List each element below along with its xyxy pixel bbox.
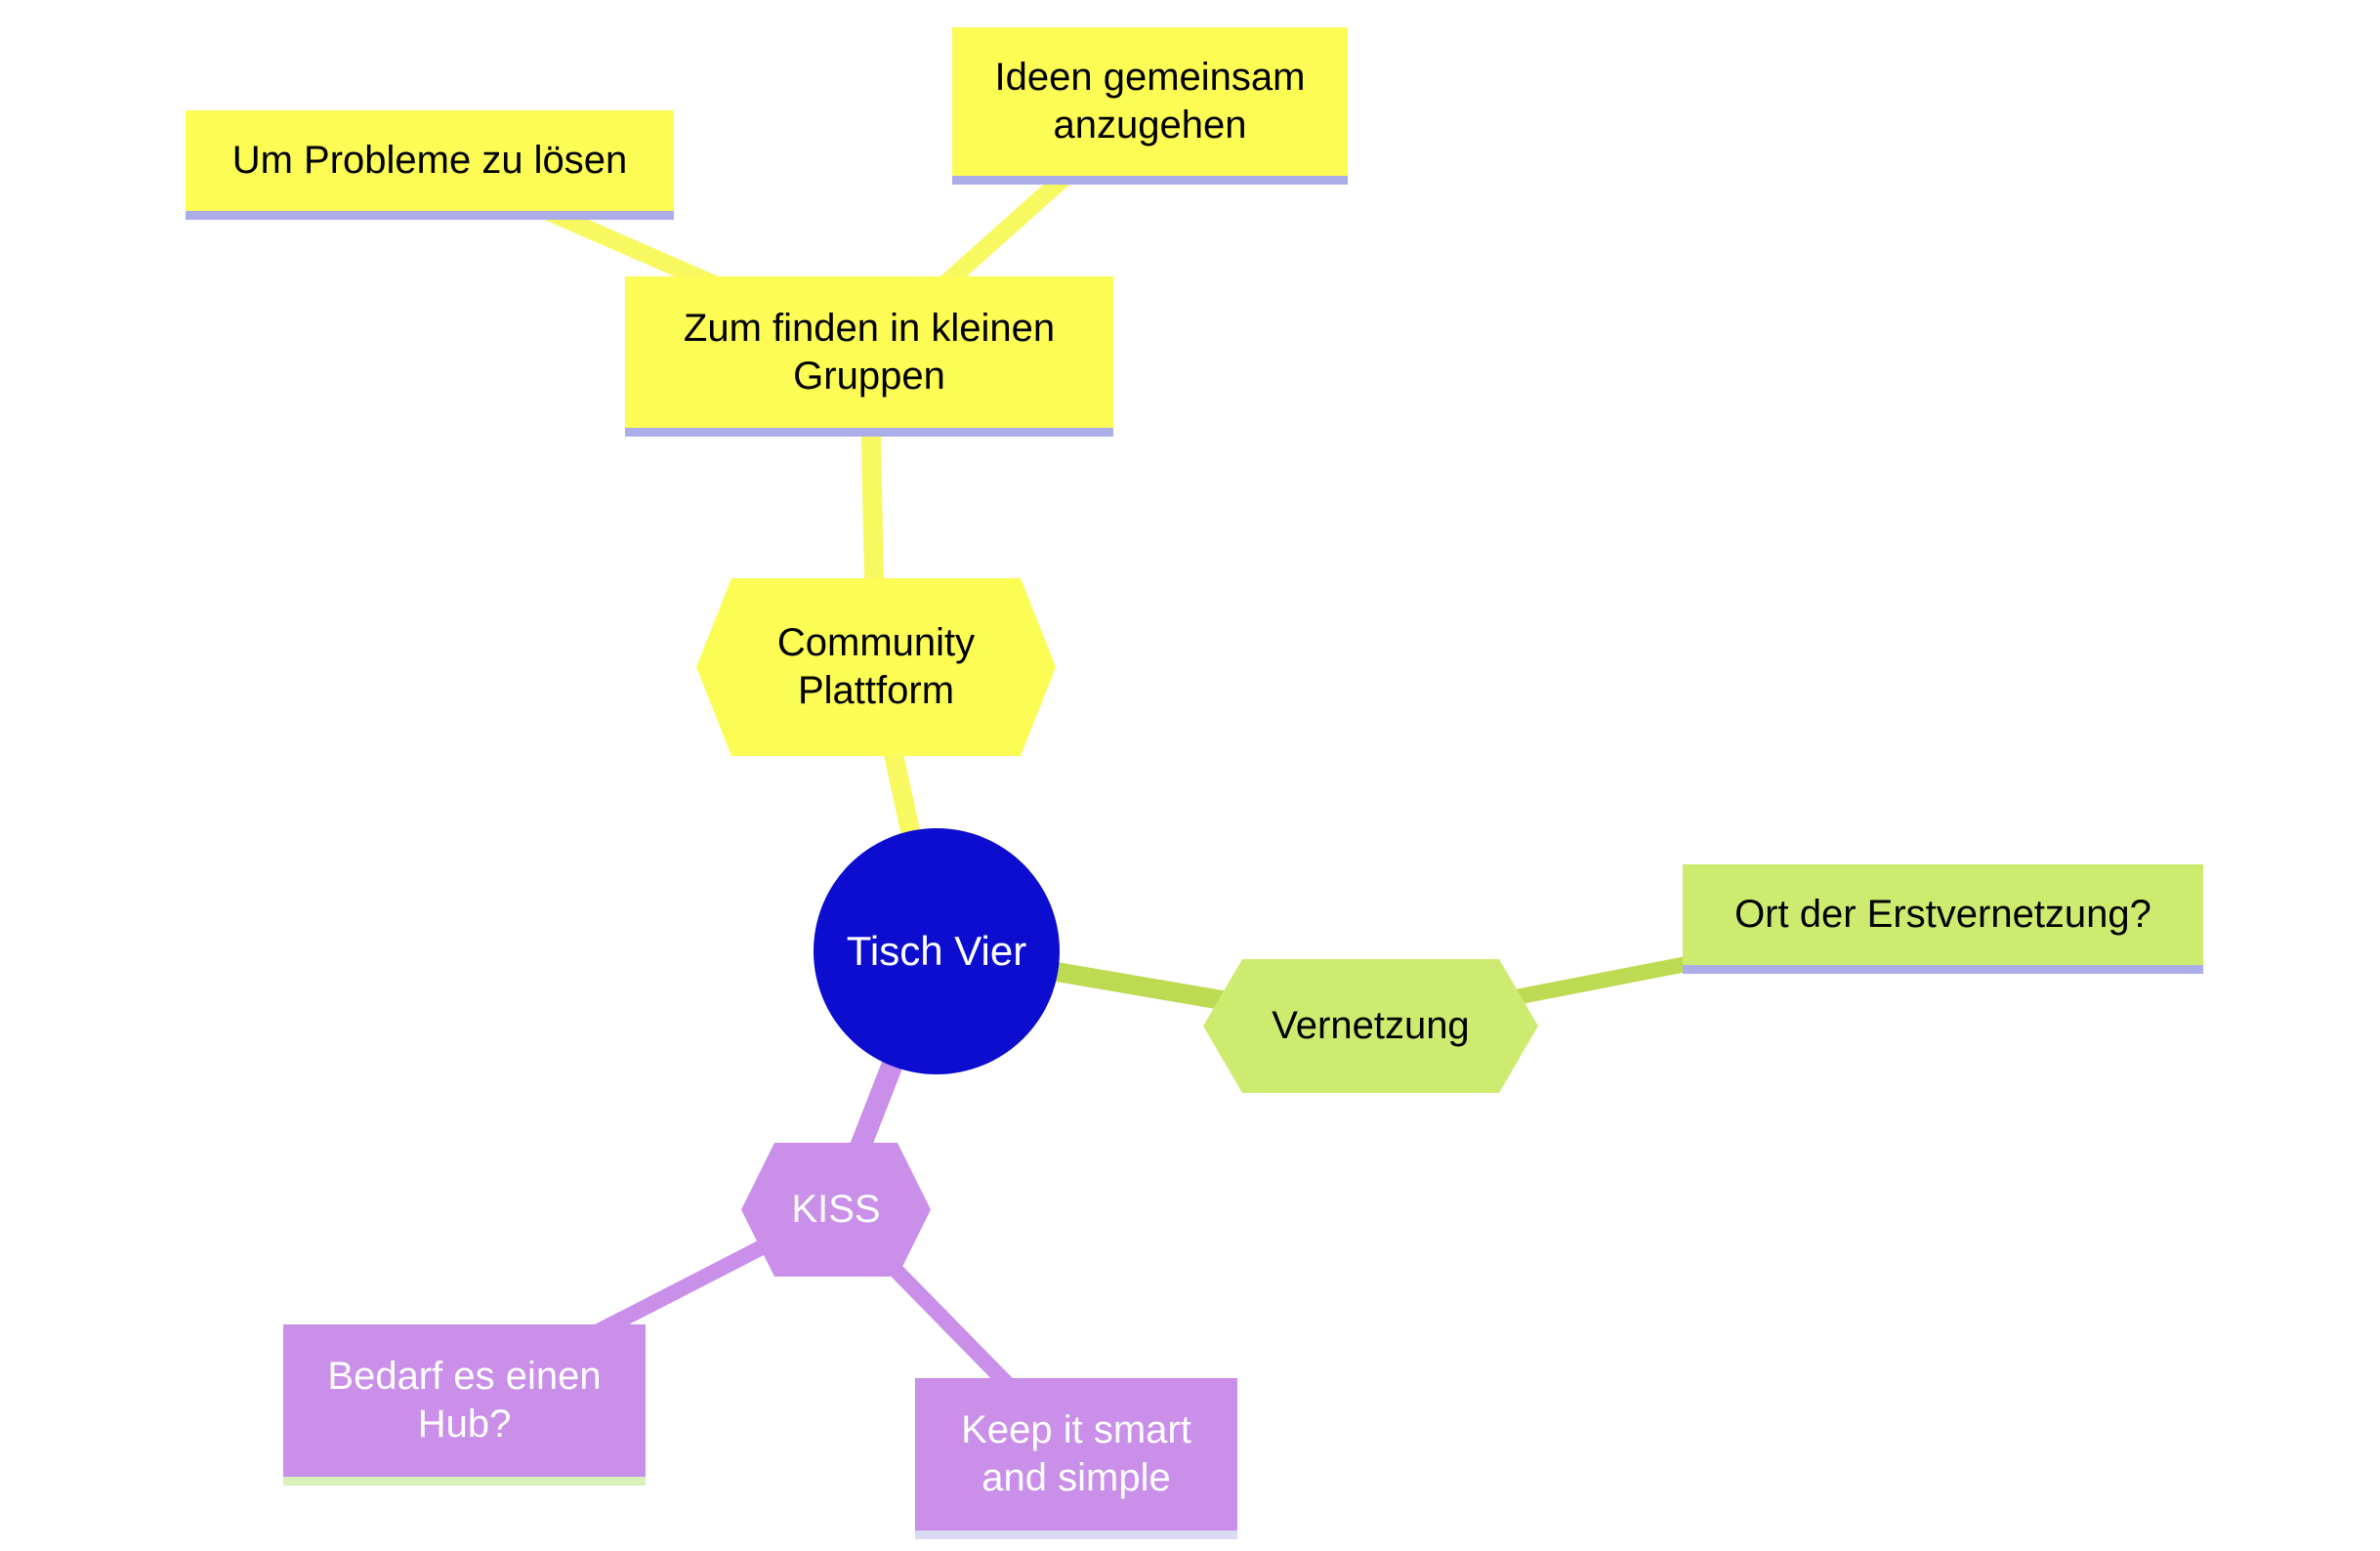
node-zum-finden[interactable]: Zum finden in kleinen Gruppen: [625, 276, 1113, 437]
node-vernetzung[interactable]: Vernetzung: [1203, 959, 1538, 1093]
node-ideen[interactable]: Ideen gemeinsam anzugehen: [952, 27, 1348, 185]
node-ort-erstvernetzung[interactable]: Ort der Erstvernetzung?: [1683, 864, 2203, 974]
node-label: KISS: [791, 1188, 881, 1232]
node-label: Um Probleme zu lösen: [231, 139, 628, 183]
node-label: Bedarf es einen Hub?: [327, 1355, 602, 1446]
node-community-plattform[interactable]: Community Plattform: [696, 578, 1056, 756]
node-tisch-vier[interactable]: Tisch Vier: [814, 828, 1060, 1074]
node-label: Keep it smart and simple: [961, 1408, 1191, 1499]
node-bedarf-hub[interactable]: Bedarf es einen Hub?: [283, 1324, 646, 1486]
node-label: Ort der Erstvernetzung?: [1734, 893, 2151, 937]
root-label: Tisch Vier: [846, 928, 1027, 975]
node-kiss[interactable]: KISS: [741, 1143, 931, 1277]
node-keep-it-smart[interactable]: Keep it smart and simple: [915, 1378, 1237, 1539]
node-label: Ideen gemeinsam anzugehen: [994, 56, 1306, 147]
node-label: Zum finden in kleinen Gruppen: [683, 306, 1056, 398]
node-um-probleme[interactable]: Um Probleme zu lösen: [186, 110, 674, 220]
node-label: Community Plattform: [776, 621, 976, 712]
node-label: Vernetzung: [1272, 1004, 1470, 1048]
